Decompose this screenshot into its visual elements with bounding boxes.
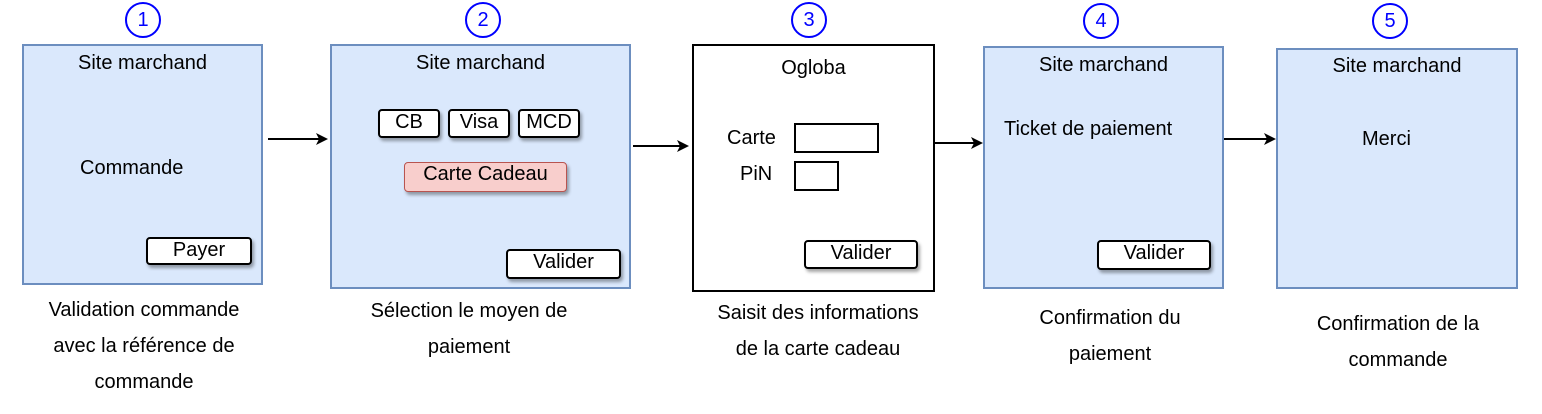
step-5-panel-title: Site marchand [1332, 55, 1462, 77]
step-3-caption: Saisit des informations de la carte cade… [683, 295, 953, 367]
step-1-body-text: Commande [80, 157, 184, 179]
step-3-caption-line-1: Saisit des informations [717, 302, 919, 324]
card-number-input[interactable] [794, 123, 879, 153]
cb-option-button[interactable]: CB [378, 109, 440, 138]
step-2-number: 2 [465, 2, 501, 38]
step-2-validate-button[interactable]: Valider [506, 249, 621, 279]
step-2-caption-line-1: Sélection le moyen de [370, 300, 568, 322]
step-5-panel: Site marchand Merci [1276, 48, 1518, 289]
step-5-caption-line-2: commande [1348, 349, 1448, 371]
step-1-number: 1 [125, 2, 161, 38]
step-3-validate-button[interactable]: Valider [804, 240, 918, 269]
gift-card-option-button[interactable]: Carte Cadeau [404, 162, 567, 192]
pin-label: PiN [740, 163, 773, 185]
step-5-caption-line-1: Confirmation de la [1316, 313, 1480, 335]
step-4-number: 4 [1083, 3, 1119, 39]
step-4-body-text: Ticket de paiement [1004, 118, 1173, 140]
pay-button[interactable]: Payer [146, 237, 252, 265]
mcd-option-button[interactable]: MCD [518, 109, 580, 138]
step-5-body-text: Merci [1362, 128, 1411, 150]
step-1-caption-line-1: Validation commande [48, 299, 240, 321]
step-2-caption-line-2: paiement [427, 336, 511, 358]
step-4-panel-title: Site marchand [1039, 54, 1168, 76]
step-1-caption-line-3: commande [94, 371, 194, 393]
step-2-caption: Sélection le moyen de paiement [330, 293, 608, 365]
step-3-number: 3 [791, 2, 827, 38]
step-1-caption-line-2: avec la référence de [53, 335, 235, 357]
step-2-panel: Site marchand CB Visa MCD Carte Cadeau V… [330, 44, 631, 289]
step-4-validate-button[interactable]: Valider [1097, 240, 1211, 270]
step-1-panel-title: Site marchand [78, 52, 207, 74]
pin-input[interactable] [794, 161, 839, 191]
step-5-caption: Confirmation de la commande [1285, 306, 1511, 378]
visa-option-button[interactable]: Visa [448, 109, 510, 138]
step-4-caption-line-1: Confirmation du [1039, 307, 1181, 329]
step-3-caption-line-2: de la carte cadeau [735, 338, 901, 360]
step-3-panel: Ogloba Carte PiN Valider [692, 44, 935, 292]
card-label: Carte [727, 127, 776, 149]
step-4-panel: Site marchand Ticket de paiement Valider [983, 46, 1224, 289]
step-3-panel-title: Ogloba [781, 57, 846, 79]
step-4-caption: Confirmation du paiement [1000, 300, 1220, 372]
step-1-caption: Validation commande avec la référence de… [14, 292, 274, 400]
step-5-number: 5 [1372, 3, 1408, 39]
step-1-panel: Site marchand Commande Payer [22, 44, 263, 285]
step-2-panel-title: Site marchand [416, 52, 545, 74]
step-4-caption-line-2: paiement [1068, 343, 1152, 365]
